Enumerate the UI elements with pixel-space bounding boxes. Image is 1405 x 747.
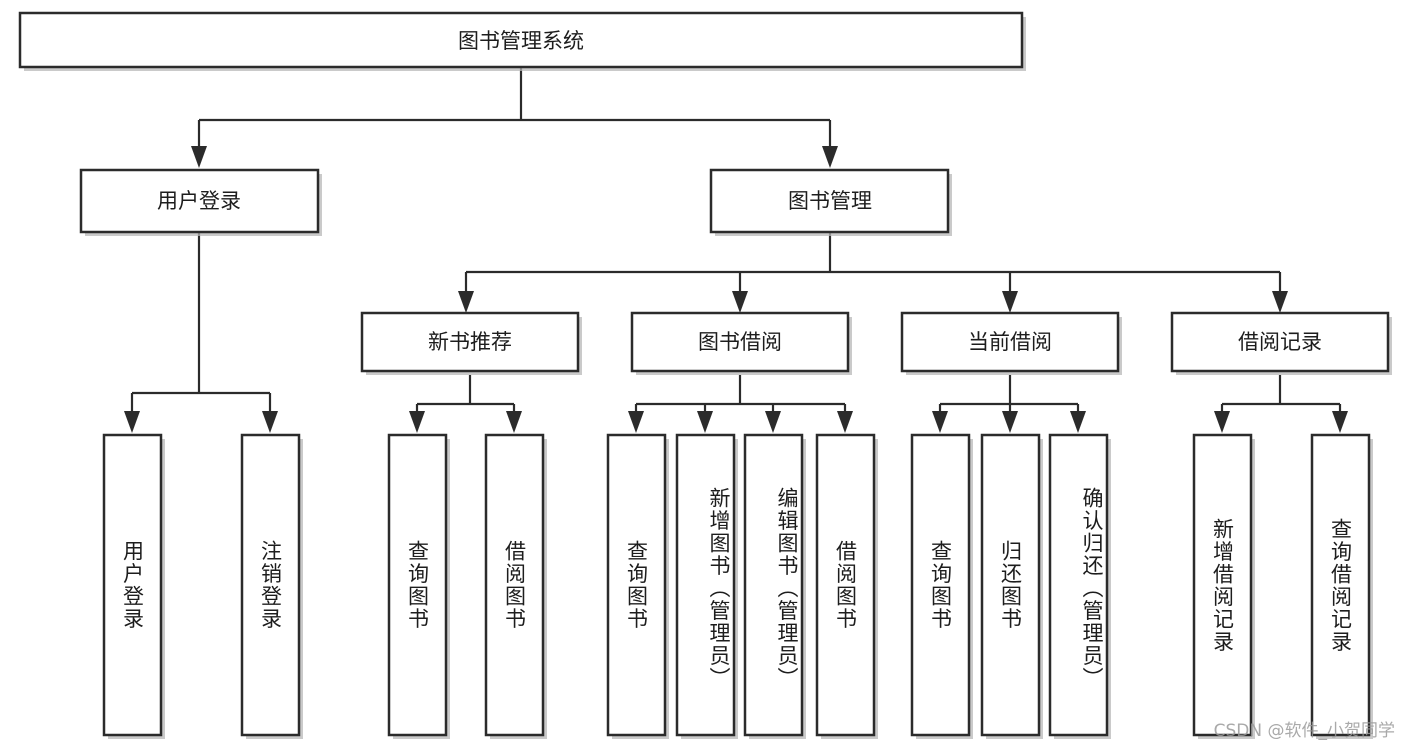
arrow-head-leaf-nb-1 (409, 411, 425, 433)
arrow-head-leaf-logout (262, 411, 278, 433)
leaf-bb-3-rect (743, 433, 804, 737)
leaf-current-confirm-return[interactable] (1048, 433, 1111, 739)
node-borrow-record-label: 借阅记录 (1238, 330, 1322, 354)
node-book-manage-label: 图书管理 (788, 189, 872, 213)
arrow-head-leaf-br-1 (1214, 411, 1230, 433)
arrow-head-leaf-bb-3 (765, 411, 781, 433)
arrow-head-leaf-nb-2 (506, 411, 522, 433)
arrow-head-leaf-bb-2 (697, 411, 713, 433)
connector-layer (124, 67, 1348, 433)
arrow-head-leaf-br-2 (1332, 411, 1348, 433)
node-book-manage-rect (709, 168, 950, 234)
node-root-label: 图书管理系统 (458, 29, 584, 53)
leaf-ul-2-rect (240, 433, 301, 737)
node-new-book-rect (360, 311, 580, 373)
node-layer: 图书管理系统 用户登录 图书管理 新书推荐 (18, 11, 1392, 739)
leaf-borrow-add[interactable] (675, 433, 738, 739)
csdn-watermark: CSDN @软件_小贺同学 (1213, 721, 1395, 741)
leaf-br-1-rect (1192, 433, 1253, 737)
node-current-borrow-rect (900, 311, 1120, 373)
arrow-head-book-manage (822, 146, 838, 168)
leaf-newbook-borrow[interactable] (484, 433, 547, 739)
arrow-head-leaf-user-login (124, 411, 140, 433)
node-book-manage[interactable]: 图书管理 (709, 168, 952, 236)
leaf-bb-2-rect (675, 433, 736, 737)
node-book-borrow-label: 图书借阅 (698, 330, 782, 354)
node-new-book-recommend[interactable]: 新书推荐 (360, 311, 582, 375)
leaf-current-query[interactable] (910, 433, 973, 739)
arrow-head-current-borrow (1002, 291, 1018, 313)
leaf-bb-1-rect (606, 433, 667, 737)
arrow-head-new-book (458, 291, 474, 313)
leaf-nb-1-rect (387, 433, 448, 737)
node-root-system[interactable]: 图书管理系统 (18, 11, 1026, 71)
leaf-bb-4-rect (815, 433, 876, 737)
arrow-head-user-login (191, 146, 207, 168)
arrow-head-leaf-bb-4 (837, 411, 853, 433)
arrow-head-book-borrow (732, 291, 748, 313)
leaf-borrow-edit[interactable] (743, 433, 806, 739)
arrow-head-leaf-cb-2 (1002, 411, 1018, 433)
leaf-cb-1-rect (910, 433, 971, 737)
leaf-record-add[interactable] (1192, 433, 1255, 739)
leaf-nb-2-rect (484, 433, 545, 737)
arrow-head-leaf-cb-1 (932, 411, 948, 433)
leaf-newbook-query[interactable] (387, 433, 450, 739)
leaf-borrow-query[interactable] (606, 433, 669, 739)
node-current-borrow[interactable]: 当前借阅 (900, 311, 1122, 375)
arrow-head-leaf-cb-3 (1070, 411, 1086, 433)
node-user-login-rect (79, 168, 320, 234)
leaf-borrow-lend[interactable] (815, 433, 878, 739)
node-user-login[interactable]: 用户登录 (79, 168, 322, 236)
leaf-cb-3-rect (1048, 433, 1109, 737)
arrow-head-leaf-bb-1 (628, 411, 644, 433)
leaf-cb-2-rect (980, 433, 1041, 737)
node-book-borrow[interactable]: 图书借阅 (630, 311, 852, 375)
node-book-borrow-rect (630, 311, 850, 373)
node-borrow-record-rect (1170, 311, 1390, 373)
leaf-ul-1-rect (102, 433, 163, 737)
node-new-book-label: 新书推荐 (428, 330, 512, 354)
node-root-rect (18, 11, 1024, 69)
leaf-current-return[interactable] (980, 433, 1043, 739)
leaf-record-query[interactable] (1310, 433, 1373, 739)
node-current-borrow-label: 当前借阅 (968, 330, 1052, 354)
arrow-head-borrow-record (1272, 291, 1288, 313)
node-user-login-label: 用户登录 (157, 189, 241, 213)
leaf-user-login-logout[interactable] (240, 433, 303, 739)
leaf-br-2-rect (1310, 433, 1371, 737)
node-borrow-record[interactable]: 借阅记录 (1170, 311, 1392, 375)
leaf-user-login-login[interactable] (102, 433, 165, 739)
